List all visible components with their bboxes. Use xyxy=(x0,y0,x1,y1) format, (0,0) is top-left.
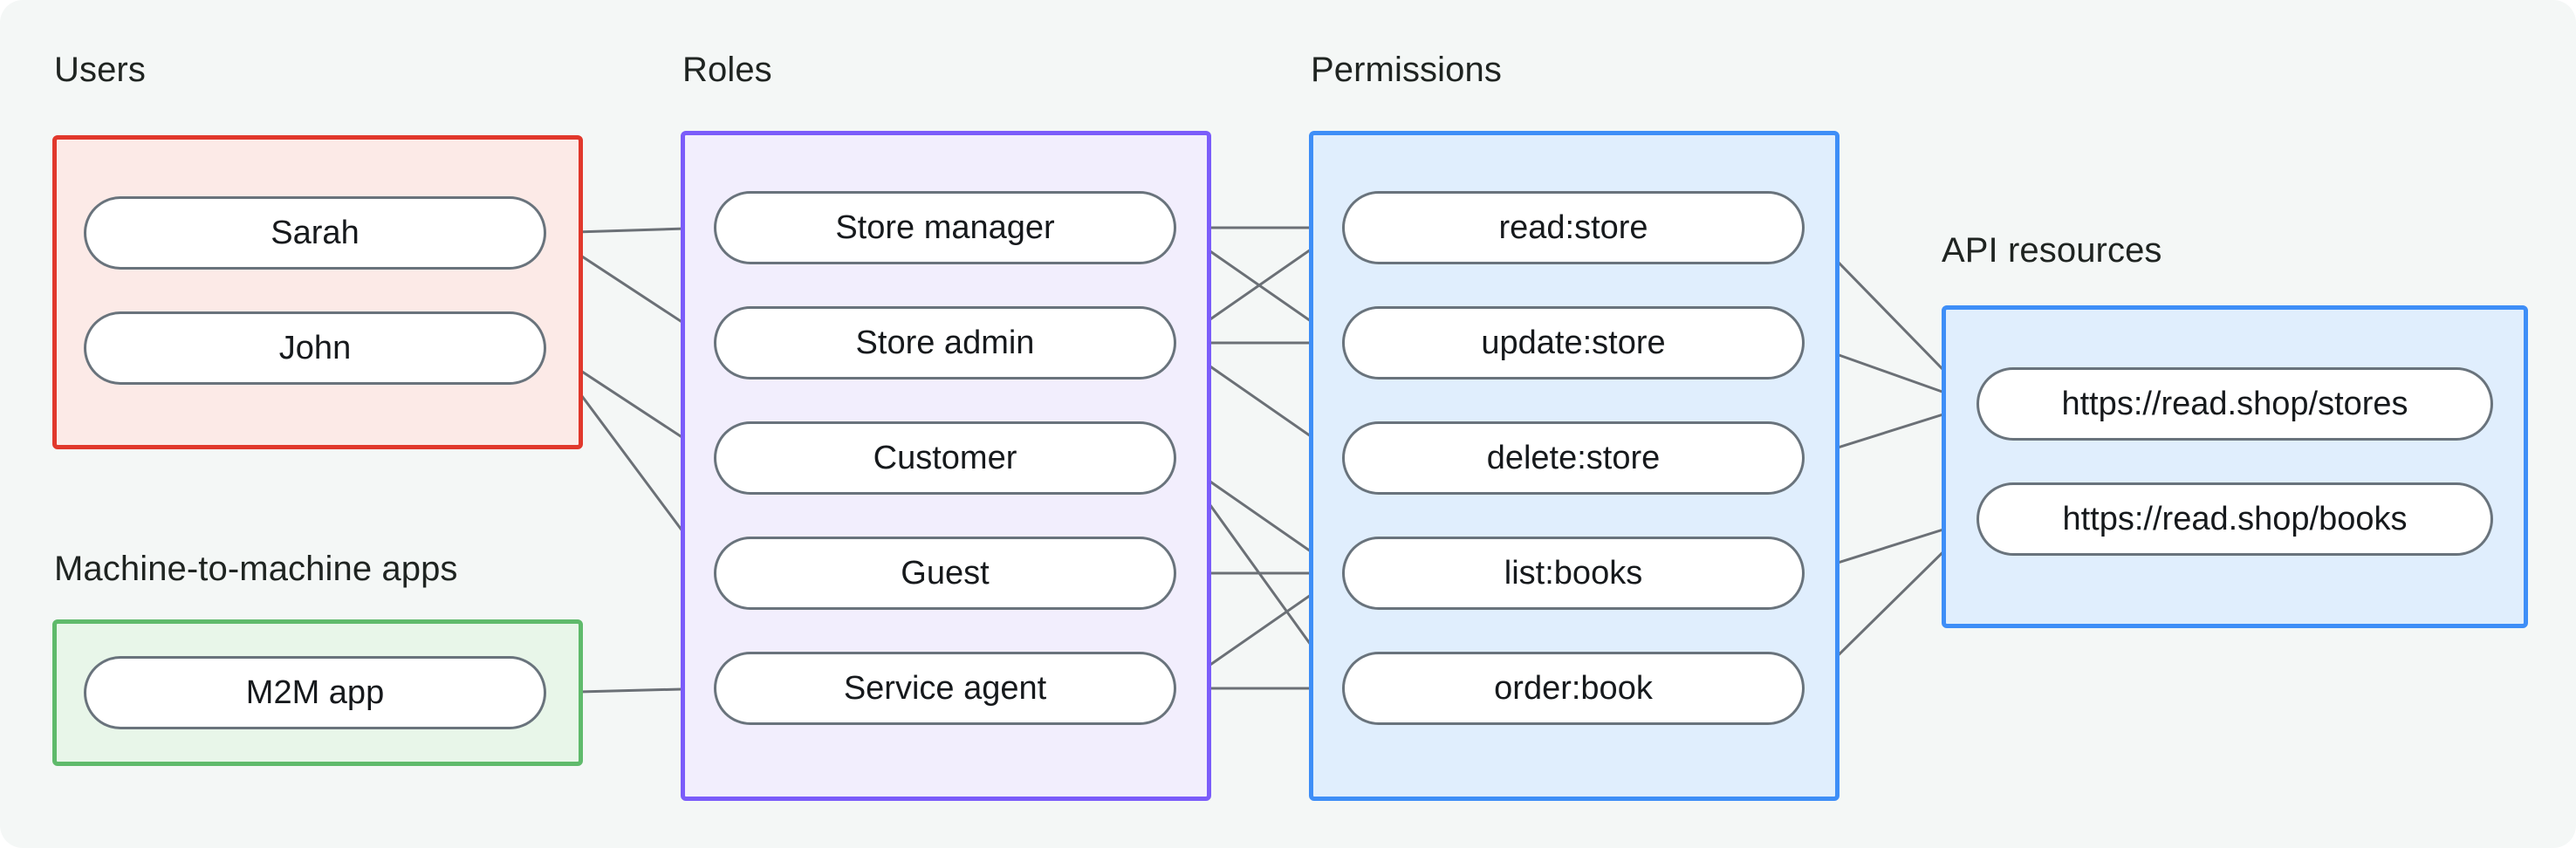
node-label-list-books: list:books xyxy=(1504,554,1643,592)
node-label-m2m-app: M2M app xyxy=(245,674,385,711)
node-label-customer: Customer xyxy=(873,439,1017,476)
node-label-john: John xyxy=(278,329,352,366)
node-guest[interactable]: Guest xyxy=(714,537,1176,610)
node-res-books[interactable]: https://read.shop/books xyxy=(1977,482,2493,556)
node-label-service-agent: Service agent xyxy=(843,669,1047,707)
node-m2m-app[interactable]: M2M app xyxy=(84,656,546,729)
node-label-sarah: Sarah xyxy=(271,214,360,251)
node-label-guest: Guest xyxy=(901,554,990,592)
node-label-res-stores: https://read.shop/stores xyxy=(2061,385,2408,422)
node-res-stores[interactable]: https://read.shop/stores xyxy=(1977,367,2493,441)
node-store-admin[interactable]: Store admin xyxy=(714,306,1176,380)
node-update-store[interactable]: update:store xyxy=(1342,306,1805,380)
group-title-permissions: Permissions xyxy=(1311,51,1502,89)
group-title-m2m: Machine-to-machine apps xyxy=(54,550,458,588)
node-read-store[interactable]: read:store xyxy=(1342,191,1805,264)
group-box-api xyxy=(1942,305,2528,628)
node-label-delete-store: delete:store xyxy=(1486,439,1661,476)
node-label-store-admin: Store admin xyxy=(855,324,1035,361)
group-title-users: Users xyxy=(54,51,146,89)
node-label-res-books: https://read.shop/books xyxy=(2062,500,2408,537)
node-list-books[interactable]: list:books xyxy=(1342,537,1805,610)
node-store-manager[interactable]: Store manager xyxy=(714,191,1176,264)
node-label-order-book: order:book xyxy=(1494,669,1653,707)
node-label-store-manager: Store manager xyxy=(835,209,1055,246)
node-john[interactable]: John xyxy=(84,311,546,385)
node-label-update-store: update:store xyxy=(1481,324,1666,361)
group-title-api: API resources xyxy=(1942,231,2162,270)
node-label-read-store: read:store xyxy=(1498,209,1648,246)
group-box-users xyxy=(52,135,583,449)
node-sarah[interactable]: Sarah xyxy=(84,196,546,270)
node-order-book[interactable]: order:book xyxy=(1342,652,1805,725)
node-customer[interactable]: Customer xyxy=(714,421,1176,495)
node-service-agent[interactable]: Service agent xyxy=(714,652,1176,725)
node-delete-store[interactable]: delete:store xyxy=(1342,421,1805,495)
group-title-roles: Roles xyxy=(682,51,772,89)
